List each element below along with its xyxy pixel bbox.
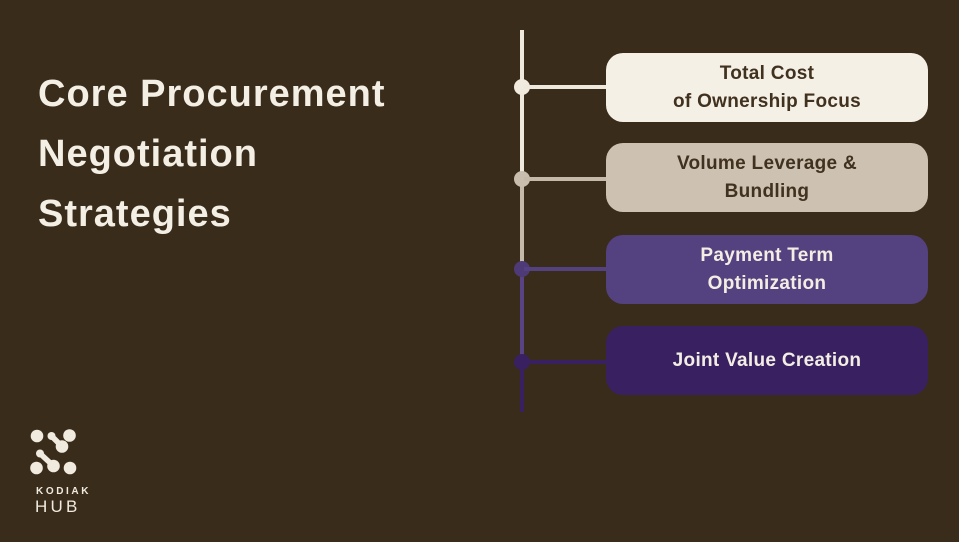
timeline-spine-segment-2 <box>520 180 524 269</box>
strategy-box-total-cost: Total Cost of Ownership Focus <box>606 53 928 122</box>
logo-brand-suffix: HUB <box>35 497 81 516</box>
timeline-connector-4 <box>524 360 608 364</box>
slide-title: Core Procurement Negotiation Strategies <box>38 73 386 235</box>
strategy-box-volume-leverage: Volume Leverage & Bundling <box>606 143 928 212</box>
kodiak-hub-logo: KODIAK HUB <box>30 428 140 517</box>
timeline-node-1 <box>514 79 530 95</box>
timeline-spine-segment-4 <box>520 362 524 412</box>
strategy-box-label: Joint Value Creation <box>672 349 862 371</box>
timeline-spine-segment-1 <box>520 30 524 180</box>
timeline-connector-1 <box>524 85 608 89</box>
strategy-box-label: Total Cost of Ownership Focus <box>672 62 862 112</box>
kodiak-hub-logo-mark <box>30 429 77 475</box>
timeline-node-2 <box>514 171 530 187</box>
timeline-node-4 <box>514 354 530 370</box>
timeline-connector-2 <box>524 177 608 181</box>
strategy-box-label: Volume Leverage & Bundling <box>676 152 858 202</box>
strategy-box-payment-term: Payment Term Optimization <box>606 235 928 304</box>
timeline-connector-3 <box>524 267 608 271</box>
logo-brand-name: KODIAK <box>36 486 92 497</box>
timeline-node-3 <box>514 261 530 277</box>
strategy-box-label: Payment Term Optimization <box>700 244 834 294</box>
timeline-spine-segment-3 <box>520 269 524 362</box>
strategy-box-joint-value: Joint Value Creation <box>606 326 928 395</box>
